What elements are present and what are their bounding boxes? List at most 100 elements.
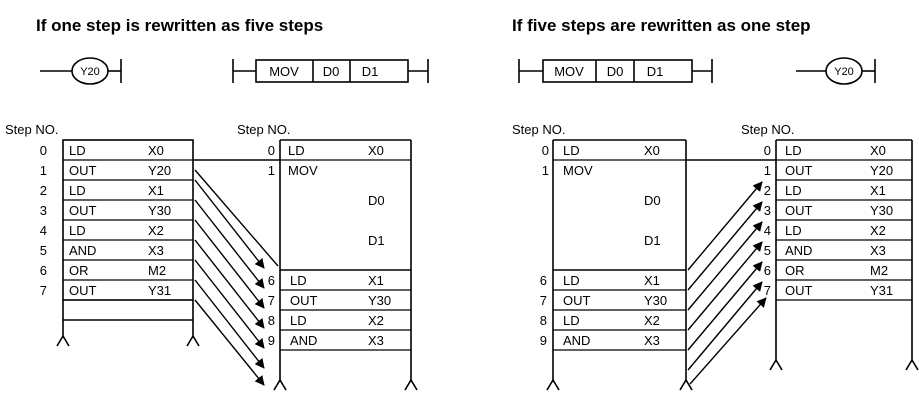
step-number: 1	[268, 163, 275, 178]
table-row: 5 AND X3	[764, 243, 886, 258]
device-cell: M2	[148, 263, 166, 278]
right-panel: If five steps are rewritten as one step …	[512, 16, 919, 391]
step-number: 1	[40, 163, 47, 178]
mapping-arrow	[194, 259, 265, 349]
device-cell: X0	[148, 143, 164, 158]
mapping-arrow	[687, 221, 763, 311]
table-row: 9 AND X3	[268, 333, 384, 348]
right-table-rewritten: Step NO. 0 LD X0 1 OUT Y20	[741, 122, 919, 371]
step-number: 2	[40, 183, 47, 198]
op-cell: OUT	[69, 163, 97, 178]
left-table-rewritten-header: Step NO.	[237, 122, 290, 137]
device-cell: Y30	[644, 293, 667, 308]
table-row: 6 LD X1	[268, 273, 384, 288]
step-number: 6	[540, 273, 547, 288]
table-row: 0 LD X0	[764, 143, 886, 158]
left-coil-label: Y20	[80, 66, 100, 78]
op-cell: AND	[69, 243, 96, 258]
table-row: 6 OR M2	[40, 263, 166, 278]
table-row: 6 OR M2	[764, 263, 888, 278]
device-cell: X1	[870, 183, 886, 198]
table-row: 0 LD X0	[542, 143, 660, 158]
device-cell: X3	[368, 333, 384, 348]
mov-operand-source: D0	[368, 193, 385, 208]
op-cell: OUT	[785, 203, 813, 218]
mapping-arrow	[194, 279, 265, 369]
op-cell: OUT	[290, 293, 318, 308]
left-mov-dst: D1	[362, 64, 379, 79]
step-number: 6	[268, 273, 275, 288]
device-cell: Y20	[870, 163, 893, 178]
device-cell: X1	[368, 273, 384, 288]
device-cell: X0	[870, 143, 886, 158]
op-cell: OUT	[563, 293, 591, 308]
table-row: 0 LD X0	[268, 143, 384, 158]
table-row: 0 LD X0	[40, 143, 164, 158]
table-row: 8 LD X2	[268, 313, 384, 328]
op-cell: OUT	[69, 203, 97, 218]
table-row: 7 OUT Y31	[764, 283, 893, 298]
right-mov-instruction: MOV D0 D1	[518, 59, 713, 83]
step-number: 1	[764, 163, 771, 178]
op-cell: MOV	[563, 163, 593, 178]
op-cell: AND	[290, 333, 317, 348]
device-cell: X2	[148, 223, 164, 238]
right-mov-src: D0	[607, 64, 624, 79]
mapping-arrow	[687, 261, 763, 351]
op-cell: LD	[290, 273, 307, 288]
right-mov-op: MOV	[554, 64, 584, 79]
step-number: 6	[40, 263, 47, 278]
mapping-line	[194, 169, 279, 267]
step-number: 8	[268, 313, 275, 328]
right-table-rewritten-header: Step NO.	[741, 122, 794, 137]
step-number: 0	[40, 143, 47, 158]
step-number: 5	[40, 243, 47, 258]
mapping-arrow	[194, 299, 265, 386]
device-cell: X3	[148, 243, 164, 258]
op-cell: LD	[69, 223, 86, 238]
device-cell: X3	[870, 243, 886, 258]
op-cell: OUT	[69, 283, 97, 298]
device-cell: Y31	[148, 283, 171, 298]
op-cell: LD	[69, 143, 86, 158]
op-cell: LD	[288, 143, 305, 158]
op-cell: LD	[69, 183, 86, 198]
op-cell: OR	[69, 263, 89, 278]
op-cell: LD	[563, 273, 580, 288]
mapping-arrow	[687, 281, 763, 371]
device-cell: X2	[870, 223, 886, 238]
left-table-original-header: Step NO.	[5, 122, 58, 137]
op-cell: OUT	[785, 283, 813, 298]
op-cell: AND	[785, 243, 812, 258]
table-row: 7 OUT Y30	[268, 293, 391, 308]
device-cell: X3	[644, 333, 660, 348]
mapping-arrow	[689, 297, 767, 385]
right-coil-label: Y20	[834, 66, 854, 78]
mapping-arrow	[687, 181, 763, 271]
device-cell: Y30	[368, 293, 391, 308]
left-mov-instruction: MOV D0 D1	[232, 59, 429, 83]
step-number: 7	[540, 293, 547, 308]
step-number: 3	[40, 203, 47, 218]
left-title: If one step is rewritten as five steps	[36, 16, 323, 35]
step-number: 0	[268, 143, 275, 158]
table-row: 1 OUT Y20	[40, 163, 171, 178]
mov-operand-source: D0	[644, 193, 661, 208]
table-row: 3 OUT Y30	[764, 203, 893, 218]
step-number: 0	[542, 143, 549, 158]
table-row: 6 LD X1	[540, 273, 660, 288]
left-panel: If one step is rewritten as five steps Y…	[5, 16, 429, 391]
op-cell: LD	[785, 143, 802, 158]
op-cell: LD	[290, 313, 307, 328]
device-cell: Y30	[148, 203, 171, 218]
left-coil-symbol: Y20	[40, 57, 122, 85]
table-row: 4 LD X2	[764, 223, 886, 238]
left-mapping-arrows	[194, 169, 279, 386]
step-number: 9	[268, 333, 275, 348]
device-cell: M2	[870, 263, 888, 278]
table-row: 2 LD X1	[764, 183, 886, 198]
step-number: 4	[764, 223, 771, 238]
step-number: 7	[268, 293, 275, 308]
right-mapping-arrows	[687, 181, 767, 385]
right-title: If five steps are rewritten as one step	[512, 16, 811, 35]
